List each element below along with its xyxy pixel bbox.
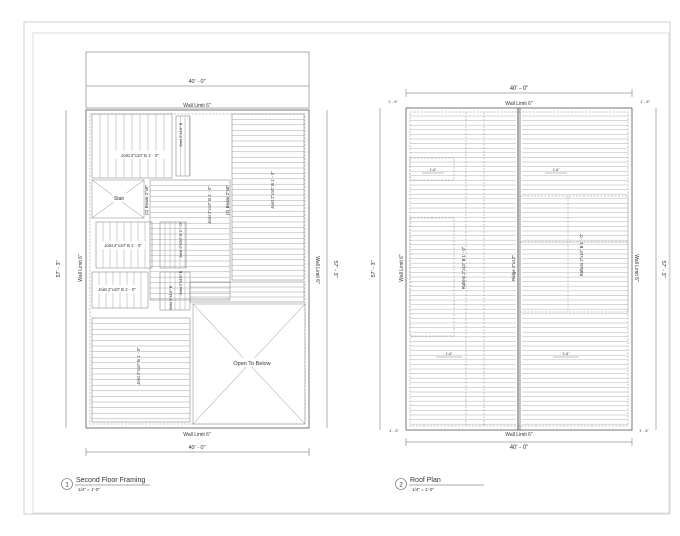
- sheet-inner-border: [32, 32, 670, 514]
- overhang-bottom-left: 1' - 6": [389, 429, 399, 433]
- joist-label-bottom-left: Joist 2"x10" B 1' - 0": [136, 347, 141, 385]
- view-title: Roof Plan: [410, 477, 441, 484]
- wall-limit-right: Wall Limit 6": [314, 256, 320, 284]
- dashed-box: [409, 217, 455, 337]
- view-number-circle: [61, 478, 73, 490]
- roof-bottom-dimension: 40' - 0": [510, 445, 529, 451]
- top-dimension: 40' - 0": [188, 79, 205, 85]
- label-bg: [101, 241, 145, 249]
- wall-limit-top: Wall Limit 6": [183, 103, 211, 109]
- wall-limit-bottom: Wall Limit 6": [183, 432, 211, 438]
- upper-outline: [85, 51, 310, 109]
- roof-plan: 40' - 0" 1' - 6" 1' - 6" 1' - 6" 1' - 6"…: [371, 86, 666, 492]
- open-to-below-box: [192, 303, 306, 425]
- stair: Stair: [91, 179, 145, 219]
- view-scale: 1/4" = 1'-0": [78, 487, 100, 492]
- joist-label-small-top: Joist 2"x10" B: [178, 122, 183, 147]
- roof-wall-limit-bottom: Wall Limit 6": [505, 432, 533, 438]
- small-dim-3: 1'-6": [446, 352, 454, 356]
- stair-label-bg: [112, 193, 126, 202]
- small-dim-4: 1'-6": [563, 352, 571, 356]
- joist-label-lower-small: Joist 2"x10" B: [168, 285, 173, 310]
- stair-box: [91, 179, 145, 219]
- dashed-box: [519, 241, 629, 313]
- view-title: Second Floor Framing: [76, 477, 145, 484]
- roof-small-dims: [422, 172, 579, 358]
- roof-top-dimension: 40' - 0": [510, 86, 529, 92]
- wall-limit-left: Wall Limit 6": [78, 254, 84, 282]
- left-dimension: 57' - 3": [56, 260, 62, 277]
- joist-bay: [175, 115, 191, 177]
- floor-joists: [91, 113, 305, 423]
- joist-label-top-left: Joist 2"x10" B 1' - 0": [121, 153, 159, 158]
- joist-label-small-mid2: Joist 2"x10" B: [178, 270, 183, 295]
- ridge-label: Ridge 2"x12": [511, 255, 516, 281]
- roof-wall-limit-left: Wall Limit 6": [399, 254, 405, 282]
- roof-left-dimension: 57' - 3": [371, 260, 377, 277]
- overhang-top-right: 1' - 6": [640, 100, 650, 104]
- right-dimension: 57' - 3": [332, 260, 338, 277]
- joist-label-right: Joist 2"x10" B 1' - 0": [270, 171, 275, 209]
- view-scale: 1/4" = 1'-0": [412, 487, 434, 492]
- joist-bay: [231, 113, 305, 281]
- bottom-dimension: 40' - 0": [188, 445, 205, 451]
- rafters-label-right: Rafters 2"x10" B 1' - 0": [579, 233, 584, 276]
- overhang-bottom-right: 1' - 6": [639, 429, 649, 433]
- second-floor-framing-plan: 40' - 0" Wall Limit 6" Stair Open To Bel…: [56, 51, 338, 492]
- roof-right-dimension: 57' - 3": [660, 260, 666, 277]
- joist-label-small-mid: Joist 2"x10" B 1' - 0": [178, 221, 183, 258]
- joist-label-center: Joist 2"x10" B 1' - 0": [207, 186, 212, 224]
- rafters-label-left: Rafters 2"x10" B 1' - 0": [461, 246, 466, 289]
- roof-dashed-framing: [409, 112, 629, 426]
- dashed-box: [409, 157, 455, 181]
- roof-rafters: [410, 115, 628, 425]
- beam-label-1: (2) Beam 2"x8": [144, 185, 149, 216]
- open-to-below: Open To Below: [192, 303, 306, 425]
- view-number-circle: [395, 478, 407, 490]
- label-bg: [95, 285, 139, 293]
- floor-outline: [85, 109, 310, 429]
- joist-bay: [91, 317, 191, 423]
- small-dim-2: 1'-6": [553, 168, 561, 172]
- open-to-below-label: Open To Below: [233, 361, 270, 367]
- roof-wall-limit-right: Wall Limit 6": [633, 254, 639, 282]
- label-bg: [113, 151, 169, 159]
- overhang-top-left: 1' - 6": [388, 100, 398, 104]
- joist-label-lower-left: Joist 2"x10" B 1' - 0": [98, 287, 136, 292]
- stair-label: Stair: [114, 196, 125, 202]
- view-number: 2: [399, 482, 403, 489]
- small-dim-1: 1'-6": [430, 168, 438, 172]
- joist-bay: [159, 221, 187, 269]
- roof-wall-limit-top: Wall Limit 6": [505, 101, 533, 107]
- joist-label-mid-left: Joist 2"x10" B 1' - 0": [104, 243, 142, 248]
- open-label-bg: [230, 358, 274, 367]
- beam-label-2: (2) Beam 2"x8": [225, 185, 230, 216]
- roof-outline: [405, 107, 633, 431]
- view-number: 1: [65, 482, 69, 489]
